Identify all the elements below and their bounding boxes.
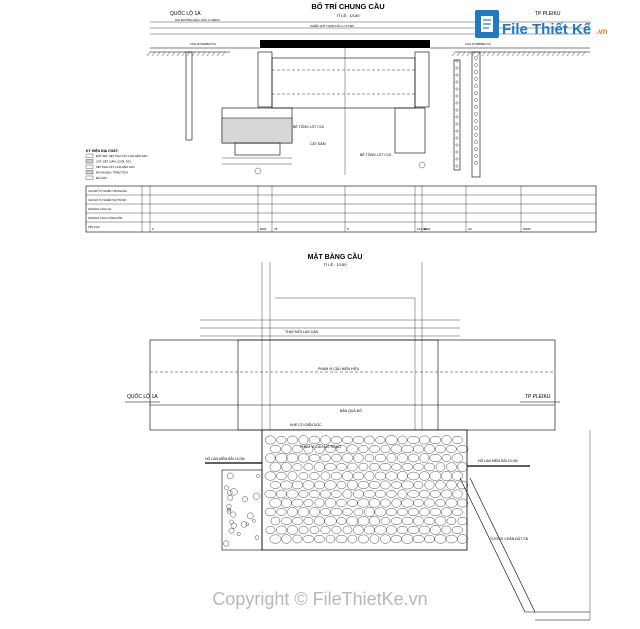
retaining-wall-label: TƯỜNG CHẮN ĐẤT CĐ	[490, 536, 529, 541]
note-concrete-2: BÊ TÔNG LÓT C15	[360, 152, 391, 157]
stake-label: 101-NG	[417, 227, 428, 231]
stone-fill-left	[221, 117, 293, 144]
right-route-plan: TP PLEIKU	[525, 394, 551, 400]
guardrail-left-label: HỘ LAN MỀM BẢI 10.0M	[205, 456, 245, 461]
left-route-plan: QUỐC LỘ 1A	[127, 393, 158, 400]
title-elevation: BỐ TRÍ CHUNG CẦU	[311, 1, 384, 11]
brand-watermark-suffix: .vn	[596, 27, 608, 36]
legend-title: KÝ HIỆU ĐỊA CHẤT:	[86, 148, 119, 153]
stake-label: 8	[347, 227, 349, 231]
guardrail-right-label: HỘ LAN MỀM BẢI 10.0M	[478, 458, 518, 463]
new-rail-label: THAY MỚI LAN CAN	[285, 329, 318, 334]
table-row-label: TÊN CỌC	[88, 224, 100, 229]
table-row-label: CAO ĐỘ TỰ NHIÊN TIM NGANG	[88, 188, 127, 193]
brand-watermark: File Thiết Kế	[502, 21, 592, 38]
widened-bridge-area	[261, 429, 468, 551]
legend-item: ĐÁ GỐC	[96, 175, 107, 180]
legend-item: ĐẤT SÉT, SÉT PHA CÁT, LẪN DĂM SẠN	[96, 153, 147, 158]
approach-slab-label: BẢN QUÁ ĐỘ	[340, 408, 362, 413]
legend-item: SÉT PHA CÁT, LẪN DĂM SẠN	[96, 164, 134, 169]
title-plan: MẶT BẰNG CẦU	[308, 251, 363, 261]
road-left-label: HAI ĐƯỜNG ĐẦU CẦU L=16000	[175, 17, 220, 22]
legend-item: CÁT, SÉT, DĂM, CUỘI, SỎI	[96, 159, 131, 164]
note-sand: CÁT ĐẦM	[310, 142, 326, 146]
scale-elevation: TỈ LỆ : 1/150	[337, 13, 361, 18]
left-route-label: QUỐC LỘ 1A	[170, 10, 201, 17]
scale-plan: TỈ LỆ : 1/150	[324, 262, 348, 267]
note-concrete: BÊ TÔNG LÓT C15	[293, 124, 324, 129]
existing-lane-label: PHẠM VI CẦU HIỆN HỮU	[318, 366, 360, 371]
stake-label: ND05	[523, 227, 531, 231]
table-row-label: CAO ĐỘ TỰ NHIÊN TẠI TIM MÓ	[88, 197, 126, 202]
bridge-length-label: CHIỀU DÀI TOÀN CẦU L=17440	[310, 23, 354, 28]
existing-bridge-outline	[149, 339, 556, 431]
table-row-label: KHOẢNG CÁCH CỘNG DỒN	[88, 215, 122, 220]
right-route-label: TP PLEIKU	[535, 11, 561, 17]
new-lane-label: PHẠM VI CẦU MỞ RỘNG	[300, 444, 341, 449]
profile-table: CAO ĐỘ TỰ NHIÊN TIM NGANG CAO ĐỘ TỰ NHIÊN…	[85, 185, 597, 233]
legend-item: ĐÁ MAGMA, TRẦM TÍCH	[96, 171, 128, 175]
stake-label: ĐM2	[424, 227, 431, 231]
joint-label: KHE CO GIÃN DỌC	[290, 422, 322, 427]
brand-logo	[475, 10, 499, 38]
lkd-left-label: LKD-HYM4(BH/TC)	[190, 42, 216, 46]
lkd-right-label: LKD-HYM5(BH/TC)	[465, 42, 491, 46]
copyright-watermark: Copyright © FileThietKe.vn	[212, 589, 427, 609]
stake-label: ĐM1	[260, 227, 267, 231]
stake-label: H2	[468, 227, 472, 231]
stake-label: 6	[152, 227, 154, 231]
table-row-label: KHOẢNG CÁCH LẺ	[88, 206, 111, 211]
stake-label: 75	[274, 227, 278, 231]
